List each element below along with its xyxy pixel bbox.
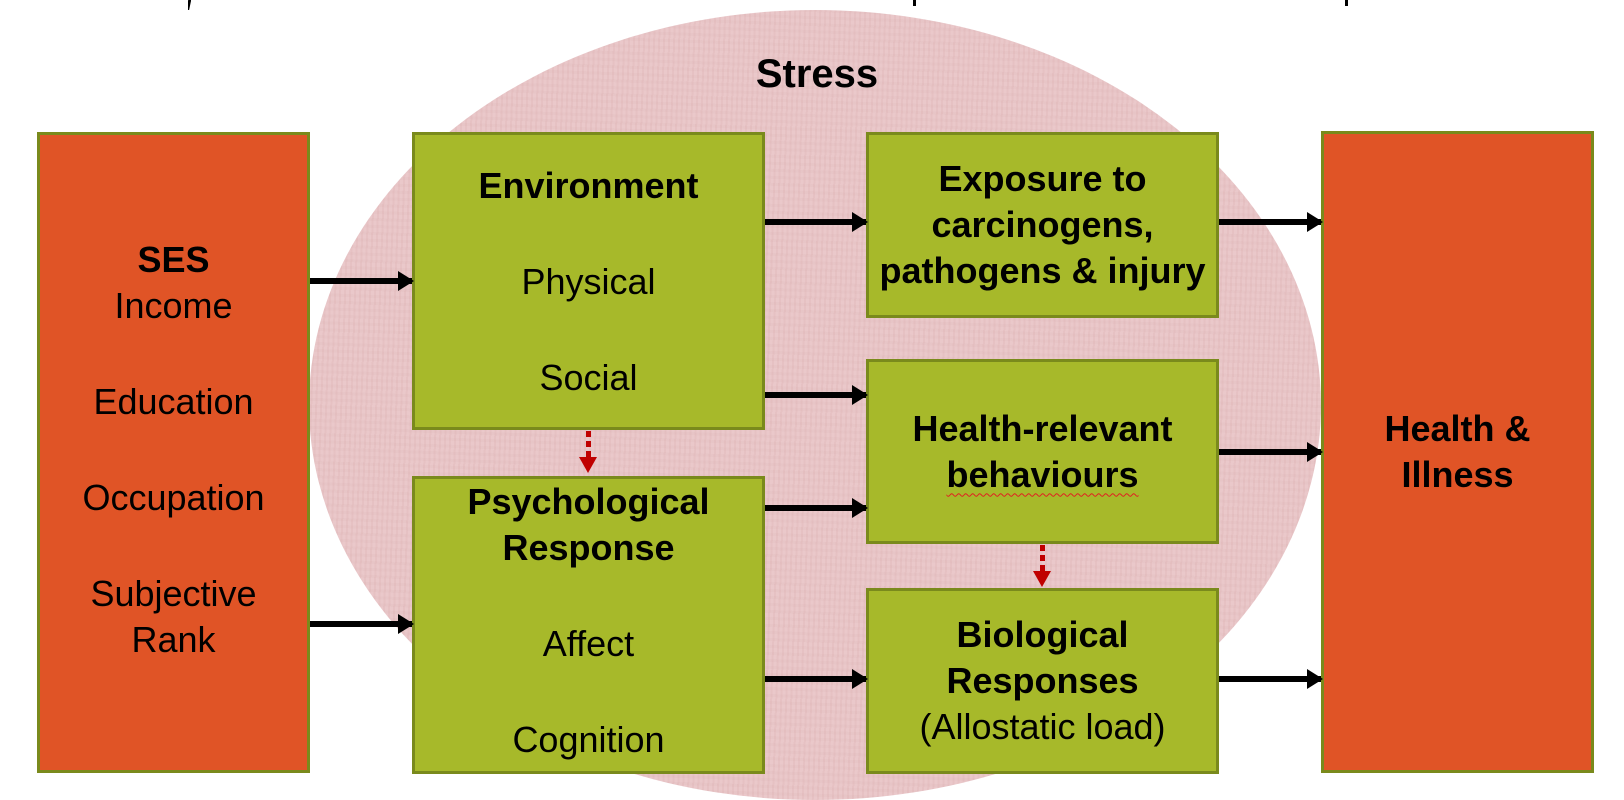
dashed-arrow-behaviours-to-biological	[1033, 545, 1051, 587]
clipped-title-glyph	[1345, 0, 1348, 10]
environment-title: Environment	[478, 165, 699, 206]
ses-item-income: Income	[114, 285, 233, 326]
psychological-response-box: Psychological Response Affect Cognition	[412, 476, 765, 774]
biological-line2: Responses	[946, 660, 1139, 701]
psychological-item-cognition: Cognition	[512, 719, 665, 760]
biological-responses-box: Biological Responses (Allostatic load)	[866, 588, 1219, 774]
outcome-line1: Health &	[1384, 408, 1531, 449]
psychological-title-line2: Response	[502, 527, 675, 568]
ses-item-rank: Rank	[131, 619, 216, 660]
ses-item-subjective: Subjective	[90, 573, 257, 614]
ses-title: SES	[137, 239, 210, 280]
ses-box: SES Income Education Occupation Subjecti…	[37, 132, 310, 773]
arrow-exposure-to-health	[1219, 212, 1323, 232]
dashed-arrow-environment-to-psychological	[579, 431, 597, 473]
environment-item-physical: Physical	[521, 261, 656, 302]
clipped-title-glyph	[188, 0, 191, 10]
clipped-title-glyph	[913, 0, 916, 10]
arrow-psychological-to-biological	[765, 669, 868, 689]
health-behaviours-box: Health-relevant behaviours	[866, 359, 1219, 544]
environment-item-social: Social	[539, 357, 638, 398]
health-illness-box: Health & Illness	[1321, 131, 1594, 773]
biological-line3: (Allostatic load)	[919, 706, 1166, 747]
exposure-line3: pathogens & injury	[879, 250, 1206, 291]
arrow-environment-to-exposure	[765, 212, 868, 232]
arrow-ses-to-environment	[310, 271, 414, 291]
arrow-ses-to-psychological	[310, 614, 414, 634]
environment-box: Environment Physical Social	[412, 132, 765, 430]
exposure-line1: Exposure to	[938, 158, 1147, 199]
ses-item-education: Education	[93, 381, 254, 422]
arrow-behaviours-to-health	[1219, 442, 1323, 462]
behaviours-line2: behaviours	[946, 453, 1139, 495]
outcome-line2: Illness	[1401, 454, 1514, 495]
stress-label: Stress	[755, 52, 879, 96]
arrow-environment-to-behaviours	[765, 385, 868, 405]
behaviours-line1: Health-relevant	[912, 407, 1173, 449]
exposure-line2: carcinogens,	[931, 204, 1154, 245]
psychological-item-affect: Affect	[542, 623, 635, 664]
biological-line1: Biological	[956, 614, 1129, 655]
exposure-box: Exposure to carcinogens, pathogens & inj…	[866, 132, 1219, 318]
psychological-title-line1: Psychological	[467, 481, 710, 522]
arrow-psychological-to-behaviours	[765, 498, 868, 518]
ses-item-occupation: Occupation	[82, 477, 265, 518]
arrow-biological-to-health	[1219, 669, 1323, 689]
